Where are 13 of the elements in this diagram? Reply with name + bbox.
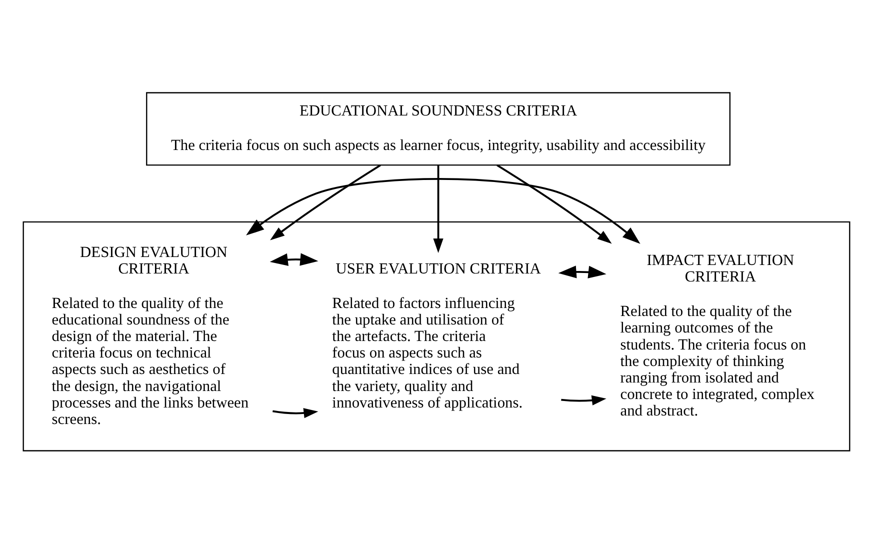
arrow bbox=[432, 164, 443, 252]
node-text: DESIGN EVALUTION CRITERIA Related to the quality of the educational soundness of the design of the material. The criteria focus on technical aspects such as aesthetics of the design, the navigational processes and the links between screens. bbox=[51, 243, 248, 428]
node-box: EDUCATIONAL SOUNDNESS CRITERIA The criteria focus on such aspects as learner focus, integrity, usability and accessibility bbox=[146, 92, 730, 166]
arrow bbox=[269, 252, 318, 266]
arrow bbox=[558, 265, 606, 278]
arrow bbox=[270, 164, 380, 240]
arrow bbox=[272, 408, 318, 418]
cluster bbox=[22, 220, 850, 451]
node-text: USER EVALUTION CRITERIA Related to factors influencing the uptake and utilisation of the artefacts. The criteria focus on aspects such as quantitative indices of use and the variety, quality and innovativeness of applications. bbox=[332, 260, 540, 411]
arrow bbox=[560, 394, 606, 405]
node-text: IMPACT EVALUTION CRITERIA Related to the quality of the learning outcomes of the students. The criteria focus on the complexity of thinking ranging from isolated and concrete to integrated, complex and abstract. bbox=[620, 252, 814, 420]
arrow bbox=[246, 178, 640, 244]
arrow bbox=[496, 164, 612, 244]
